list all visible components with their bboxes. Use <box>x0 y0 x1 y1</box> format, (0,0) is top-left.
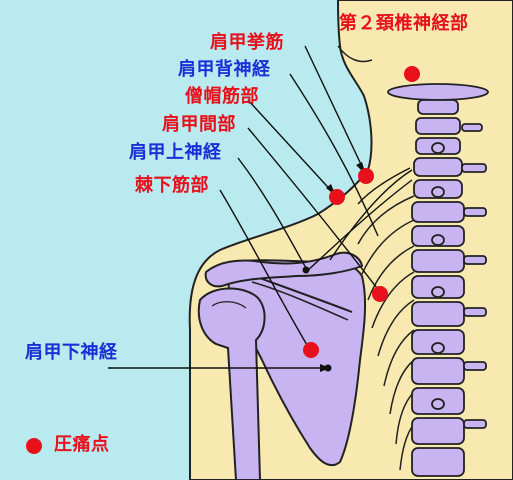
tender-point-infraspinatus <box>303 342 319 358</box>
tender-point-levator <box>358 168 374 184</box>
label-trapezius: 僧帽筋部 <box>185 86 259 107</box>
label-suprascapular-nerve: 肩甲上神経 <box>129 142 222 163</box>
label-levator-scapulae: 肩甲挙筋 <box>210 32 284 53</box>
tender-point-interscapular <box>372 286 388 302</box>
humerus <box>197 287 266 480</box>
label-subscapular-nerve: 肩甲下神経 <box>25 342 118 363</box>
label-c2-nerve: 第２頚椎神経部 <box>339 13 469 34</box>
tender-point-c2 <box>404 66 420 82</box>
vertebral-column <box>387 83 489 477</box>
label-infraspinatus: 棘下筋部 <box>135 175 209 196</box>
tender-point-trapezius <box>329 189 345 205</box>
label-interscapular: 肩甲間部 <box>162 114 236 135</box>
clavicle <box>204 251 364 288</box>
tender-points <box>303 66 420 358</box>
label-dorsal-scapular-nerve: 肩甲背神経 <box>178 59 271 80</box>
leader-lines <box>108 45 413 369</box>
tender-point-legend-icon <box>26 438 42 454</box>
legend-label: 圧痛点 <box>54 434 110 455</box>
